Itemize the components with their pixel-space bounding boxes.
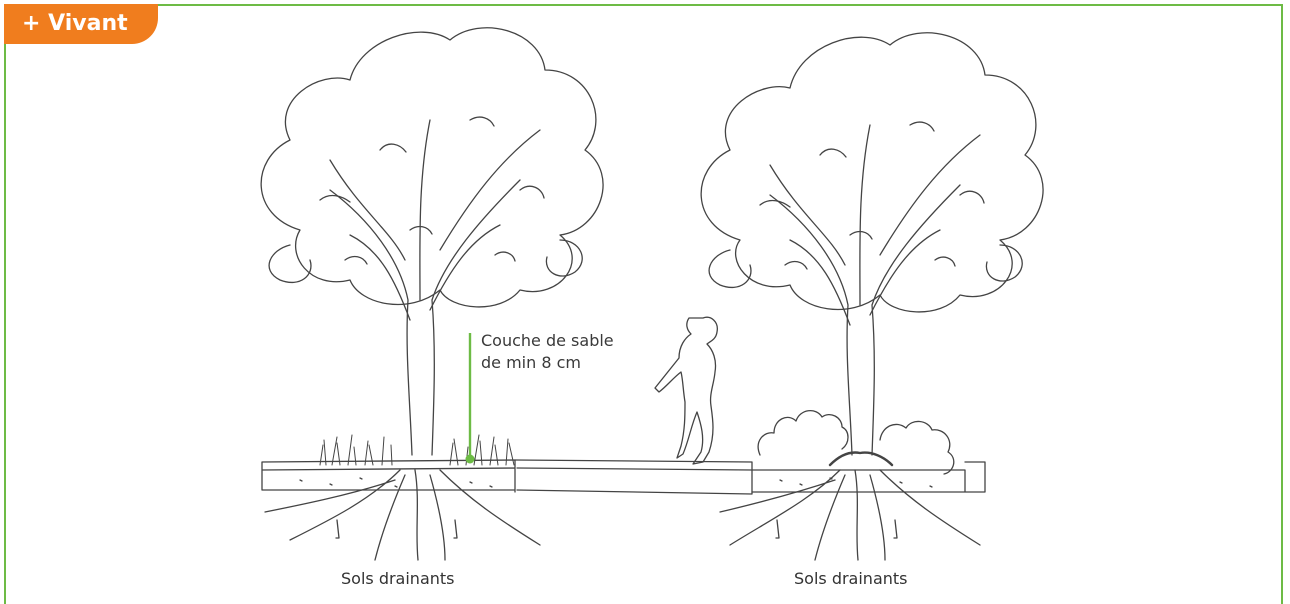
category-tag: + Vivant bbox=[4, 4, 158, 44]
right-tree-canopy bbox=[700, 32, 1044, 313]
sand-layer-annotation: Couche de sable de min 8 cm bbox=[481, 330, 614, 374]
left-tree-canopy bbox=[260, 27, 604, 308]
left-ground-section bbox=[261, 459, 541, 561]
annotation-leader bbox=[465, 333, 475, 464]
caption-right: Sols drainants bbox=[794, 569, 908, 588]
category-tag-label: + Vivant bbox=[22, 11, 128, 36]
left-tree-trunk bbox=[329, 119, 541, 456]
right-shrubs bbox=[757, 410, 955, 475]
caption-left: Sols drainants bbox=[341, 569, 455, 588]
content-frame bbox=[4, 4, 1283, 604]
paving-slab bbox=[514, 459, 753, 495]
right-ground-section bbox=[719, 461, 986, 561]
annotation-line-1: Couche de sable bbox=[481, 331, 614, 350]
pedestrian-silhouette bbox=[654, 316, 718, 465]
right-tree-trunk bbox=[769, 124, 981, 456]
annotation-line-2: de min 8 cm bbox=[481, 353, 581, 372]
